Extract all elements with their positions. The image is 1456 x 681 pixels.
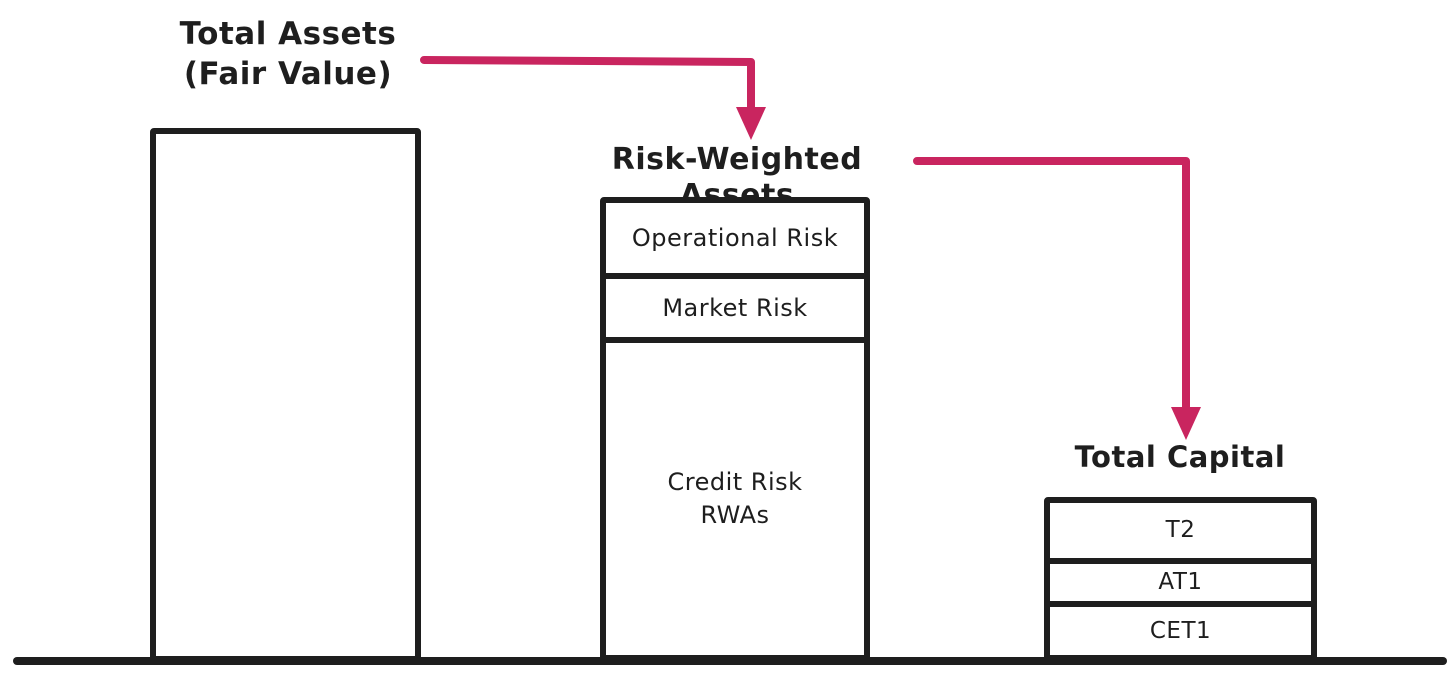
rwa-segment-credit-risk: Credit Risk RWAs bbox=[606, 343, 864, 655]
total-assets-label: Total Assets (Fair Value) bbox=[128, 14, 448, 94]
total-capital-bar: T2 AT1 CET1 bbox=[1044, 497, 1317, 661]
total-assets-bar bbox=[150, 128, 421, 662]
capital-segment-t2: T2 bbox=[1050, 503, 1311, 564]
capital-segment-at1: AT1 bbox=[1050, 564, 1311, 607]
segment-label: Operational Risk bbox=[631, 223, 839, 252]
segment-label: CET1 bbox=[1149, 617, 1212, 644]
rwa-segment-market-risk: Market Risk bbox=[606, 279, 864, 343]
arrow-total-assets-to-rwa-icon bbox=[420, 56, 766, 140]
total-assets-label-line2: (Fair Value) bbox=[183, 56, 393, 92]
arrow-rwa-to-total-capital-icon bbox=[913, 157, 1201, 440]
segment-label: Market Risk bbox=[662, 293, 808, 322]
arrowhead-down-icon bbox=[1171, 407, 1201, 440]
capital-segment-cet1: CET1 bbox=[1050, 607, 1311, 655]
rwa-segment-operational-risk: Operational Risk bbox=[606, 203, 864, 279]
arrowhead-down-icon bbox=[736, 107, 766, 140]
arrow-line bbox=[420, 56, 755, 114]
segment-label: T2 bbox=[1165, 517, 1196, 543]
total-capital-label: Total Capital bbox=[1074, 440, 1286, 474]
baseline bbox=[13, 657, 1447, 665]
segment-label: Credit Risk RWAs bbox=[667, 468, 803, 529]
rwa-bar: Operational Risk Market Risk Credit Risk… bbox=[600, 197, 870, 661]
segment-label: AT1 bbox=[1158, 569, 1203, 595]
total-assets-label-line1: Total Assets bbox=[179, 16, 397, 52]
arrow-line bbox=[913, 157, 1190, 414]
